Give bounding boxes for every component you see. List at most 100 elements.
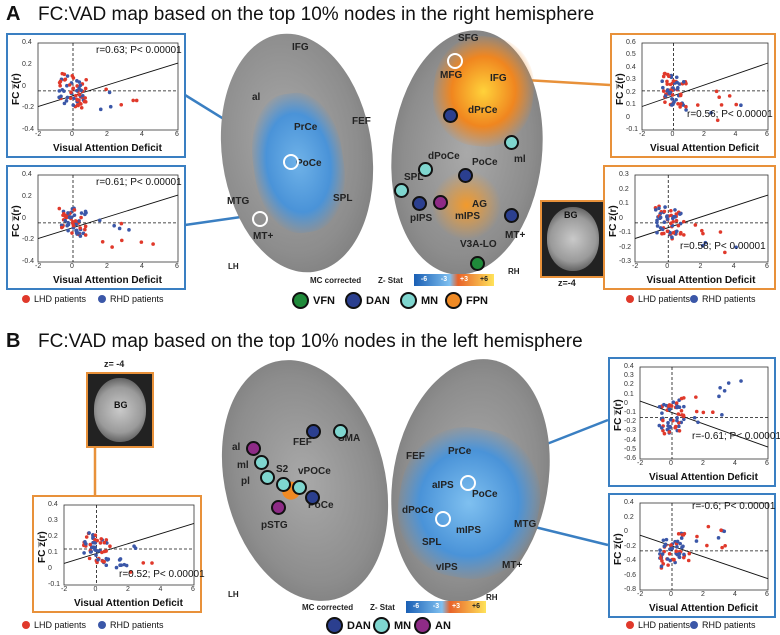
data-point xyxy=(65,83,69,88)
regression-line xyxy=(37,194,179,239)
legend-rhd: RHD patients xyxy=(98,620,164,630)
data-point xyxy=(700,243,705,248)
data-point xyxy=(658,215,663,220)
x-tick-label: 2 xyxy=(105,263,109,270)
data-point xyxy=(655,218,659,223)
data-point xyxy=(663,100,667,104)
y-tick-label: -0.4 xyxy=(624,436,637,444)
data-point xyxy=(663,205,667,209)
data-point xyxy=(668,417,673,422)
data-point xyxy=(78,234,83,238)
data-point xyxy=(679,230,683,235)
scatter-axes xyxy=(641,42,769,131)
brain-b-lh-label-pstg: pSTG xyxy=(261,520,288,531)
node-dan xyxy=(412,196,427,211)
data-point xyxy=(655,224,660,228)
data-point xyxy=(655,230,659,235)
legend-rhd: RHD patients xyxy=(690,294,756,304)
data-point xyxy=(684,108,688,112)
data-point xyxy=(694,409,699,414)
data-point xyxy=(719,103,724,107)
data-point xyxy=(662,209,667,214)
regression-line xyxy=(639,400,769,448)
legend-mn-b: MN xyxy=(373,617,411,634)
inset-a-label: BG xyxy=(564,210,578,220)
data-point xyxy=(100,550,104,555)
data-point xyxy=(734,245,738,250)
y-tick-label: 0.4 xyxy=(22,39,32,46)
data-point xyxy=(694,395,698,399)
x-tick-label: 4 xyxy=(733,131,738,138)
brain-b-lh-hemi: LH xyxy=(228,590,239,599)
brain-a-rh-label-v3a: V3A-LO xyxy=(460,239,497,250)
x-tick-label: 4 xyxy=(733,460,737,467)
data-point xyxy=(104,87,108,92)
legend-lhd: LHD patients xyxy=(626,620,690,630)
data-point xyxy=(678,102,683,106)
data-point xyxy=(671,231,676,235)
x-tick-label: 6 xyxy=(765,131,769,138)
data-point xyxy=(666,420,670,425)
brain-b-lh-label-al: al xyxy=(232,442,241,453)
correlation-stat: r=0.61; P< 0.00001 xyxy=(96,177,182,188)
x-tick-label: -2 xyxy=(61,586,68,593)
data-point xyxy=(653,208,658,212)
y-tick-label: -0.2 xyxy=(22,236,35,244)
data-point xyxy=(127,228,131,232)
data-point xyxy=(679,409,684,413)
data-point xyxy=(684,104,688,109)
y-tick-label: 0.6 xyxy=(626,39,636,46)
x-tick-label: 0 xyxy=(669,460,673,467)
y-tick-label: 0.4 xyxy=(624,363,634,370)
data-point xyxy=(98,107,103,112)
data-point xyxy=(61,213,65,218)
x-tick-label: -2 xyxy=(639,131,646,138)
data-point xyxy=(151,242,155,246)
seed-ring-icon xyxy=(460,475,476,491)
brain-a-lh-label-poce: PoCe xyxy=(296,158,322,169)
data-point xyxy=(657,423,662,428)
data-point xyxy=(687,551,692,556)
y-tick-label: -0.2 xyxy=(619,243,632,251)
data-point xyxy=(686,558,691,563)
colorbar-a: -6 -3 +3 +6 xyxy=(414,274,494,286)
brain-b-lh-label-s2: S2 xyxy=(276,464,289,475)
y-tick-label: 0.3 xyxy=(48,517,58,524)
data-point xyxy=(681,219,686,224)
data-point xyxy=(662,220,667,225)
data-point xyxy=(681,533,686,537)
data-point xyxy=(102,559,106,564)
scatter-axes xyxy=(63,504,195,586)
data-point xyxy=(669,543,673,547)
brain-b-rh-label-prce: PrCe xyxy=(448,446,472,457)
brain-a-lh-label-mtg: MTG xyxy=(227,196,250,207)
data-point xyxy=(718,385,722,390)
seed-ring-icon xyxy=(252,211,268,227)
brain-a-rh-label-dprce: dPrCe xyxy=(468,105,498,116)
data-point xyxy=(93,547,97,552)
data-point xyxy=(71,103,76,107)
data-point xyxy=(665,88,670,92)
y-axis-label: FC z̅(r) xyxy=(608,204,619,237)
colorbar-tick: +3 xyxy=(452,603,460,610)
y-tick-label: 0.3 xyxy=(619,171,629,178)
x-tick-label: 4 xyxy=(158,586,163,593)
y-tick-label: 0.4 xyxy=(48,501,58,508)
brain-a-lh-hemi: LH xyxy=(228,262,239,271)
scatter-axes xyxy=(639,502,769,591)
data-point xyxy=(128,570,133,574)
data-point xyxy=(84,542,88,546)
data-point xyxy=(677,555,681,559)
data-point xyxy=(673,208,677,212)
brain-b-lh-label-sma: SMA xyxy=(338,433,361,444)
data-point xyxy=(102,540,107,545)
mc-corrected-a: MC corrected xyxy=(310,276,362,285)
colorbar-tick: -3 xyxy=(432,603,440,610)
data-point xyxy=(88,550,93,554)
data-point xyxy=(661,89,666,93)
data-point xyxy=(660,79,664,84)
data-point xyxy=(59,225,64,230)
brain-a-rh-label-ml: ml xyxy=(514,154,526,165)
